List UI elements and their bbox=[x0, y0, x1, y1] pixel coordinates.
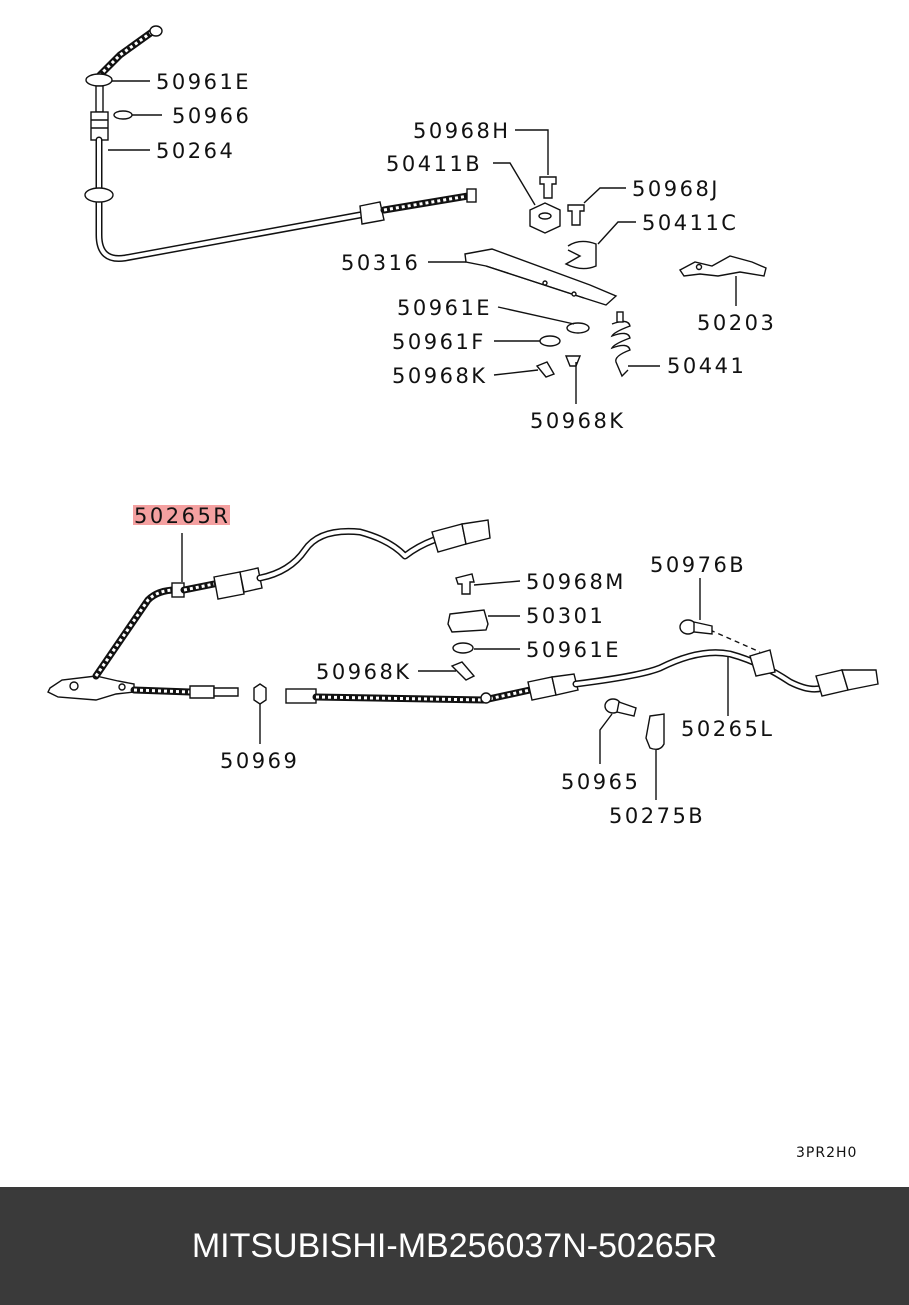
label-50265R[interactable]: 50265R bbox=[134, 504, 230, 528]
label-50968M[interactable]: 50968M bbox=[526, 570, 626, 594]
label-50411B[interactable]: 50411B bbox=[386, 152, 482, 176]
front-cable-assembly bbox=[84, 25, 477, 263]
footer-part-number: MB256037 bbox=[397, 1226, 563, 1265]
label-50265L[interactable]: 50265L bbox=[681, 717, 775, 741]
label-50275B[interactable]: 50275B bbox=[609, 804, 705, 828]
footer-callout: 50265R bbox=[598, 1226, 718, 1265]
highlight-box bbox=[133, 505, 230, 525]
label-50961E-bottom[interactable]: 50961E bbox=[526, 638, 621, 662]
label-50961E-top[interactable]: 50961E bbox=[156, 70, 251, 94]
label-50203[interactable]: 50203 bbox=[697, 311, 776, 335]
label-50965[interactable]: 50965 bbox=[561, 770, 640, 794]
diagram-reference-code: 3PR2H0 bbox=[796, 1145, 857, 1161]
footer-separator-2: - bbox=[586, 1226, 599, 1265]
label-50968H[interactable]: 50968H bbox=[413, 119, 511, 143]
leader-lines bbox=[108, 80, 737, 800]
rear-cable-right bbox=[47, 519, 491, 705]
label-50968K-bottom[interactable]: 50968K bbox=[316, 660, 412, 684]
footer-position-code: N bbox=[562, 1226, 587, 1265]
label-50316[interactable]: 50316 bbox=[341, 251, 420, 275]
label-50968K-lower[interactable]: 50968K bbox=[530, 409, 626, 433]
label-50301[interactable]: 50301 bbox=[526, 604, 605, 628]
rear-cable-left bbox=[285, 573, 879, 751]
label-50961E-mid[interactable]: 50961E bbox=[397, 296, 492, 320]
label-50969[interactable]: 50969 bbox=[220, 749, 299, 773]
label-50968J[interactable]: 50968J bbox=[632, 177, 720, 201]
parts-diagram: 50961E 50966 50264 50968H 50411B 50968J … bbox=[47, 25, 879, 1161]
footer-separator-1: - bbox=[386, 1226, 398, 1265]
label-50961F[interactable]: 50961F bbox=[392, 330, 486, 354]
label-50441[interactable]: 50441 bbox=[667, 354, 746, 378]
label-50264[interactable]: 50264 bbox=[156, 139, 235, 163]
lever-parts bbox=[464, 176, 767, 378]
label-50976B[interactable]: 50976B bbox=[650, 553, 746, 577]
footer-brand: MITSUBISHI bbox=[191, 1226, 387, 1265]
callout-labels: 50961E 50966 50264 50968H 50411B 50968J … bbox=[134, 70, 857, 1161]
label-50966[interactable]: 50966 bbox=[172, 104, 251, 128]
label-50968K-left[interactable]: 50968K bbox=[392, 364, 488, 388]
label-50411C[interactable]: 50411C bbox=[642, 211, 738, 235]
part-footer-bar: MITSUBISHI - MB256037 N - 50265R bbox=[0, 1187, 909, 1305]
